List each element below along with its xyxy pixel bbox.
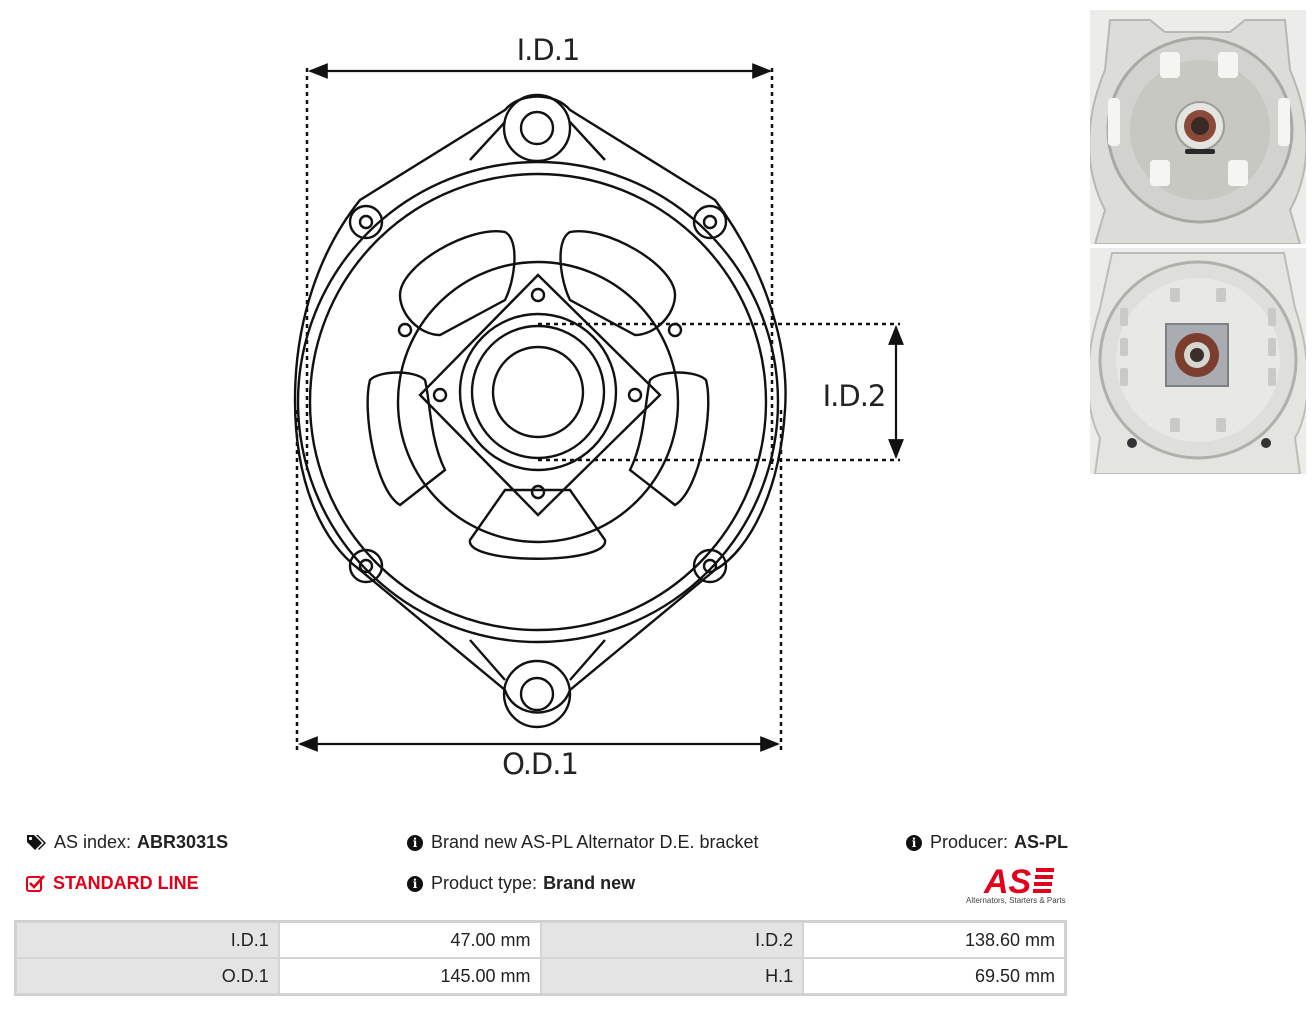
table-row: I.D.1 47.00 mm I.D.2 138.60 mm xyxy=(16,922,1065,958)
check-square-icon xyxy=(26,875,45,892)
product-photo-front[interactable] xyxy=(1090,10,1306,244)
producer-row: i Producer: AS-PL xyxy=(906,832,1068,853)
spec-value: 69.50 mm xyxy=(803,958,1065,994)
technical-drawing: I.D.1 I.D.2 O.D.1 xyxy=(293,33,904,781)
product-photo-back[interactable] xyxy=(1090,248,1306,474)
description-row: i Brand new AS-PL Alternator D.E. bracke… xyxy=(407,832,759,853)
logo-tagline: Alternators, Starters & Parts xyxy=(966,896,1066,905)
as-index-value: ABR3031S xyxy=(137,832,229,852)
spec-value: 138.60 mm xyxy=(803,922,1065,958)
dim-label-od1: O.D.1 xyxy=(502,747,578,781)
spec-label: O.D.1 xyxy=(16,958,279,994)
dim-label-id1: I.D.1 xyxy=(517,33,580,67)
product-type-value: Brand new xyxy=(543,873,636,893)
spec-table: I.D.1 47.00 mm I.D.2 138.60 mm O.D.1 145… xyxy=(14,920,1067,996)
standard-line-label: STANDARD LINE xyxy=(53,873,199,893)
producer-value: AS-PL xyxy=(1014,832,1069,852)
table-row: O.D.1 145.00 mm H.1 69.50 mm xyxy=(16,958,1065,994)
info-circle-icon: i xyxy=(407,875,423,892)
as-index-label: AS index: xyxy=(54,832,132,852)
info-circle-icon: i xyxy=(407,834,423,851)
spec-value: 47.00 mm xyxy=(278,922,541,958)
spec-value: 145.00 mm xyxy=(278,958,541,994)
standard-line-badge: STANDARD LINE xyxy=(26,873,199,894)
producer-label: Producer: xyxy=(930,832,1009,852)
as-index-row: AS index: ABR3031S xyxy=(26,832,228,853)
spec-label: I.D.2 xyxy=(540,922,804,958)
bracket-front-photo xyxy=(1090,10,1306,244)
product-type-label: Product type: xyxy=(431,873,538,893)
tags-icon xyxy=(26,834,46,851)
dim-label-id2: I.D.2 xyxy=(823,379,886,413)
bracket-back-photo xyxy=(1090,248,1306,474)
spec-label: H.1 xyxy=(540,958,804,994)
as-pl-logo[interactable]: AS Alternators, Starters & Parts xyxy=(962,863,1070,908)
description-text: Brand new AS-PL Alternator D.E. bracket xyxy=(431,832,759,852)
info-circle-icon: i xyxy=(906,834,922,851)
svg-text:AS: AS xyxy=(983,864,1032,896)
product-type-row: i Product type: Brand new xyxy=(407,873,635,894)
spec-label: I.D.1 xyxy=(16,922,279,958)
as-logo-mark: AS xyxy=(983,863,1054,901)
